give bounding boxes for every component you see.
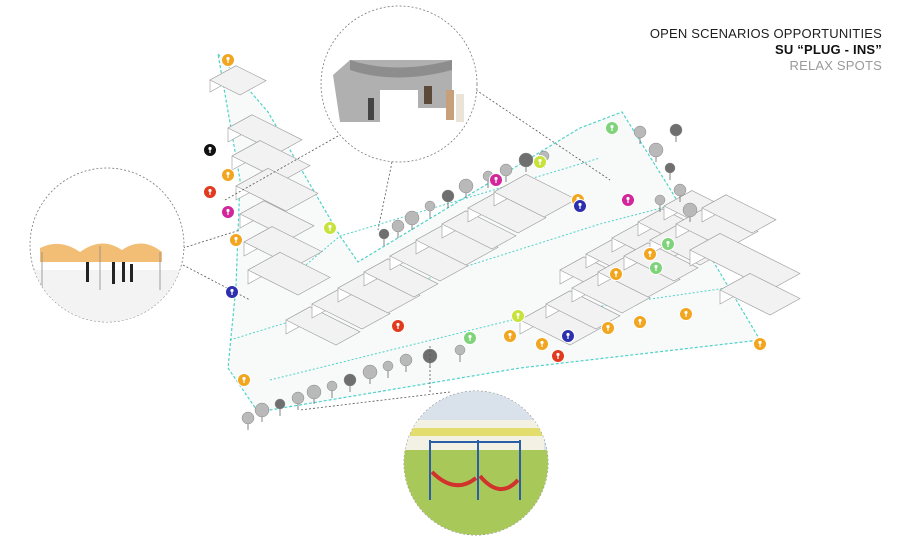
person-icon — [633, 315, 647, 329]
playground-icon — [661, 237, 675, 251]
person-icon — [221, 53, 235, 67]
tree — [274, 398, 286, 416]
game-icon — [533, 155, 547, 169]
tree — [382, 360, 394, 378]
shade-icon — [203, 185, 217, 199]
tree — [441, 189, 455, 208]
building-block — [467, 192, 547, 234]
game-icon — [511, 309, 525, 323]
inset-benches — [320, 5, 478, 163]
building-block — [415, 221, 499, 266]
building-block — [701, 194, 777, 234]
building-block — [719, 272, 801, 316]
tree — [343, 373, 357, 392]
tree — [378, 228, 390, 246]
water-icon — [489, 173, 503, 187]
playground-icon — [605, 121, 619, 135]
shade-icon — [551, 349, 565, 363]
buildings — [209, 65, 801, 346]
tree — [241, 411, 255, 430]
person-icon — [601, 321, 615, 335]
tree — [404, 210, 420, 230]
leader-lines — [182, 89, 611, 411]
building-block — [545, 290, 621, 330]
building-block — [689, 232, 801, 291]
benches-icon — [203, 143, 217, 157]
playground-icon — [649, 261, 663, 275]
subtitle: SU “PLUG - INS” — [774, 42, 882, 57]
person-icon — [609, 267, 623, 281]
tree — [499, 163, 513, 182]
caption: RELAX SPOTS — [789, 58, 882, 73]
trees — [241, 123, 698, 430]
person-icon — [503, 329, 517, 343]
building-block — [247, 251, 331, 296]
tree — [454, 344, 466, 362]
building-block — [571, 272, 651, 314]
building-block — [363, 258, 439, 298]
person-icon — [221, 168, 235, 182]
person-icon — [753, 337, 767, 351]
tree — [326, 380, 338, 398]
tree — [673, 183, 687, 202]
person-icon — [237, 373, 251, 387]
person-icon — [561, 329, 575, 343]
tree — [306, 384, 322, 404]
person-icon — [229, 233, 243, 247]
water-icon — [221, 205, 235, 219]
building-block — [337, 269, 421, 314]
tree — [648, 142, 664, 162]
building-block — [243, 226, 323, 268]
title: OPEN SCENARIOS OPPORTUNITIES — [649, 26, 882, 41]
building-block — [231, 140, 311, 182]
inset-canopy — [29, 167, 185, 323]
person-icon — [643, 247, 657, 261]
tree — [424, 200, 436, 218]
tree — [391, 219, 405, 238]
building-block — [239, 200, 315, 240]
water-icon — [621, 193, 635, 207]
person-icon — [535, 337, 549, 351]
shade-icon — [391, 319, 405, 333]
tree — [458, 178, 474, 198]
title-block: OPEN SCENARIOS OPPORTUNITIES SU “PLUG - … — [650, 26, 882, 74]
building-block — [235, 167, 319, 212]
poi-icons — [203, 53, 767, 387]
game-icon — [323, 221, 337, 235]
tree — [682, 202, 698, 222]
building-block — [311, 288, 391, 330]
inset-hammocks — [403, 390, 549, 536]
building-block — [389, 240, 469, 282]
tree — [362, 364, 378, 384]
building-block — [209, 65, 267, 96]
tree — [254, 402, 270, 422]
person-icon — [225, 285, 239, 299]
tree — [291, 391, 305, 410]
person-icon — [679, 307, 693, 321]
tree — [633, 125, 647, 144]
building-block — [441, 210, 517, 250]
tree — [518, 152, 534, 172]
tree — [664, 162, 676, 180]
tree — [669, 123, 683, 142]
tree — [654, 194, 666, 212]
playground-icon — [463, 331, 477, 345]
tree — [399, 353, 413, 372]
building-block — [285, 306, 361, 346]
person-icon — [573, 199, 587, 213]
